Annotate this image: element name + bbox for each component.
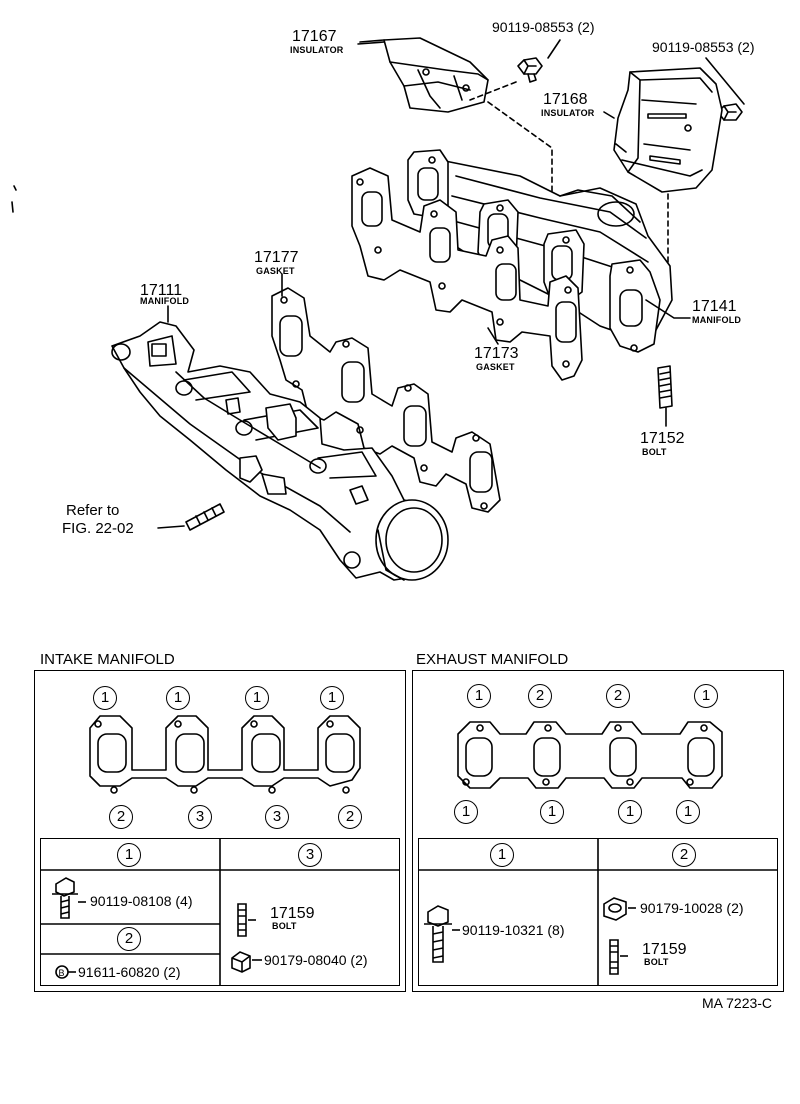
exhaust-top-mark-4: 1 (694, 684, 718, 708)
insulator-17168-drawing (613, 67, 723, 193)
intake-table-head-1: 1 (117, 843, 141, 867)
exhaust-part-17159-name: BOLT (644, 957, 669, 967)
intake-part-90119-08108: 90119-08108 (4) (90, 893, 193, 909)
exhaust-part-90119-10321: 90119-10321 (8) (462, 922, 565, 938)
exhaust-part-17159-number: 17159 (642, 941, 687, 958)
refer-line-2: FIG. 22-02 (62, 520, 134, 537)
callout-17168-number: 17168 (543, 91, 588, 108)
callout-17177-number: 17177 (254, 249, 299, 266)
svg-text:B: B (59, 968, 65, 978)
callout-90119-08553-b: 90119-08553 (2) (652, 39, 755, 55)
exhaust-manifold-title: EXHAUST MANIFOLD (416, 651, 569, 668)
exhaust-bottom-mark-1: 1 (454, 800, 478, 824)
exhaust-bottom-mark-3: 1 (618, 800, 642, 824)
stud-17152-drawing (657, 365, 673, 409)
exhaust-table-head-1: 1 (490, 843, 514, 867)
callout-17173-number: 17173 (474, 345, 519, 362)
callout-17173-name: GASKET (476, 362, 515, 372)
intake-part-91611-60820: 91611-60820 (2) (78, 964, 181, 980)
exhaust-gasket-17173-drawing (351, 167, 583, 381)
callout-17168-name: INSULATOR (541, 108, 595, 118)
intake-table-head-3: 3 (298, 843, 322, 867)
intake-gasket-17177-drawing (271, 287, 501, 513)
intake-top-mark-2: 1 (166, 686, 190, 710)
callout-17141-name: MANIFOLD (692, 315, 742, 325)
exhaust-top-mark-3: 2 (606, 684, 630, 708)
intake-manifold-17111-drawing (111, 321, 449, 581)
bolt-90119-08553-a-drawing (517, 39, 561, 83)
exhaust-panel (412, 670, 784, 992)
intake-top-mark-4: 1 (320, 686, 344, 710)
intake-manifold-title: INTAKE MANIFOLD (40, 651, 175, 668)
callout-17152-name: BOLT (642, 447, 667, 457)
exhaust-manifold-17141-drawing (407, 149, 673, 353)
callout-17111-name: MANIFOLD (140, 296, 190, 306)
intake-part-17159-name: BOLT (272, 921, 297, 931)
intake-bottom-mark-4: 2 (338, 805, 362, 829)
intake-bottom-mark-1: 2 (109, 805, 133, 829)
intake-top-mark-3: 1 (245, 686, 269, 710)
callout-90119-08553-a: 90119-08553 (2) (492, 19, 595, 35)
exhaust-part-90179-10028: 90179-10028 (2) (640, 900, 744, 916)
exhaust-bottom-mark-2: 1 (540, 800, 564, 824)
callout-17141-number: 17141 (692, 298, 737, 315)
intake-bottom-mark-3: 3 (265, 805, 289, 829)
exhaust-top-mark-2: 2 (528, 684, 552, 708)
insulator-17167-drawing (359, 37, 489, 113)
figure-id: MA 7223-C (702, 995, 773, 1011)
intake-panel (34, 670, 406, 992)
intake-bottom-mark-2: 3 (188, 805, 212, 829)
intake-top-mark-1: 1 (93, 686, 117, 710)
exhaust-table-head-2: 2 (672, 843, 696, 867)
callout-17111-number: 17111 (140, 282, 183, 299)
intake-part-17159-number: 17159 (270, 905, 315, 922)
intake-table-head-2: 2 (117, 927, 141, 951)
callout-17177-name: GASKET (256, 266, 295, 276)
callout-17167-number: 17167 (292, 28, 337, 45)
exhaust-top-mark-1: 1 (467, 684, 491, 708)
stud-refer-drawing (185, 503, 225, 531)
callout-17167-name: INSULATOR (290, 45, 344, 55)
exhaust-bottom-mark-4: 1 (676, 800, 700, 824)
refer-line-1: Refer to (66, 502, 120, 519)
callout-17152-number: 17152 (640, 430, 685, 447)
intake-part-90179-08040: 90179-08040 (2) (264, 952, 368, 968)
